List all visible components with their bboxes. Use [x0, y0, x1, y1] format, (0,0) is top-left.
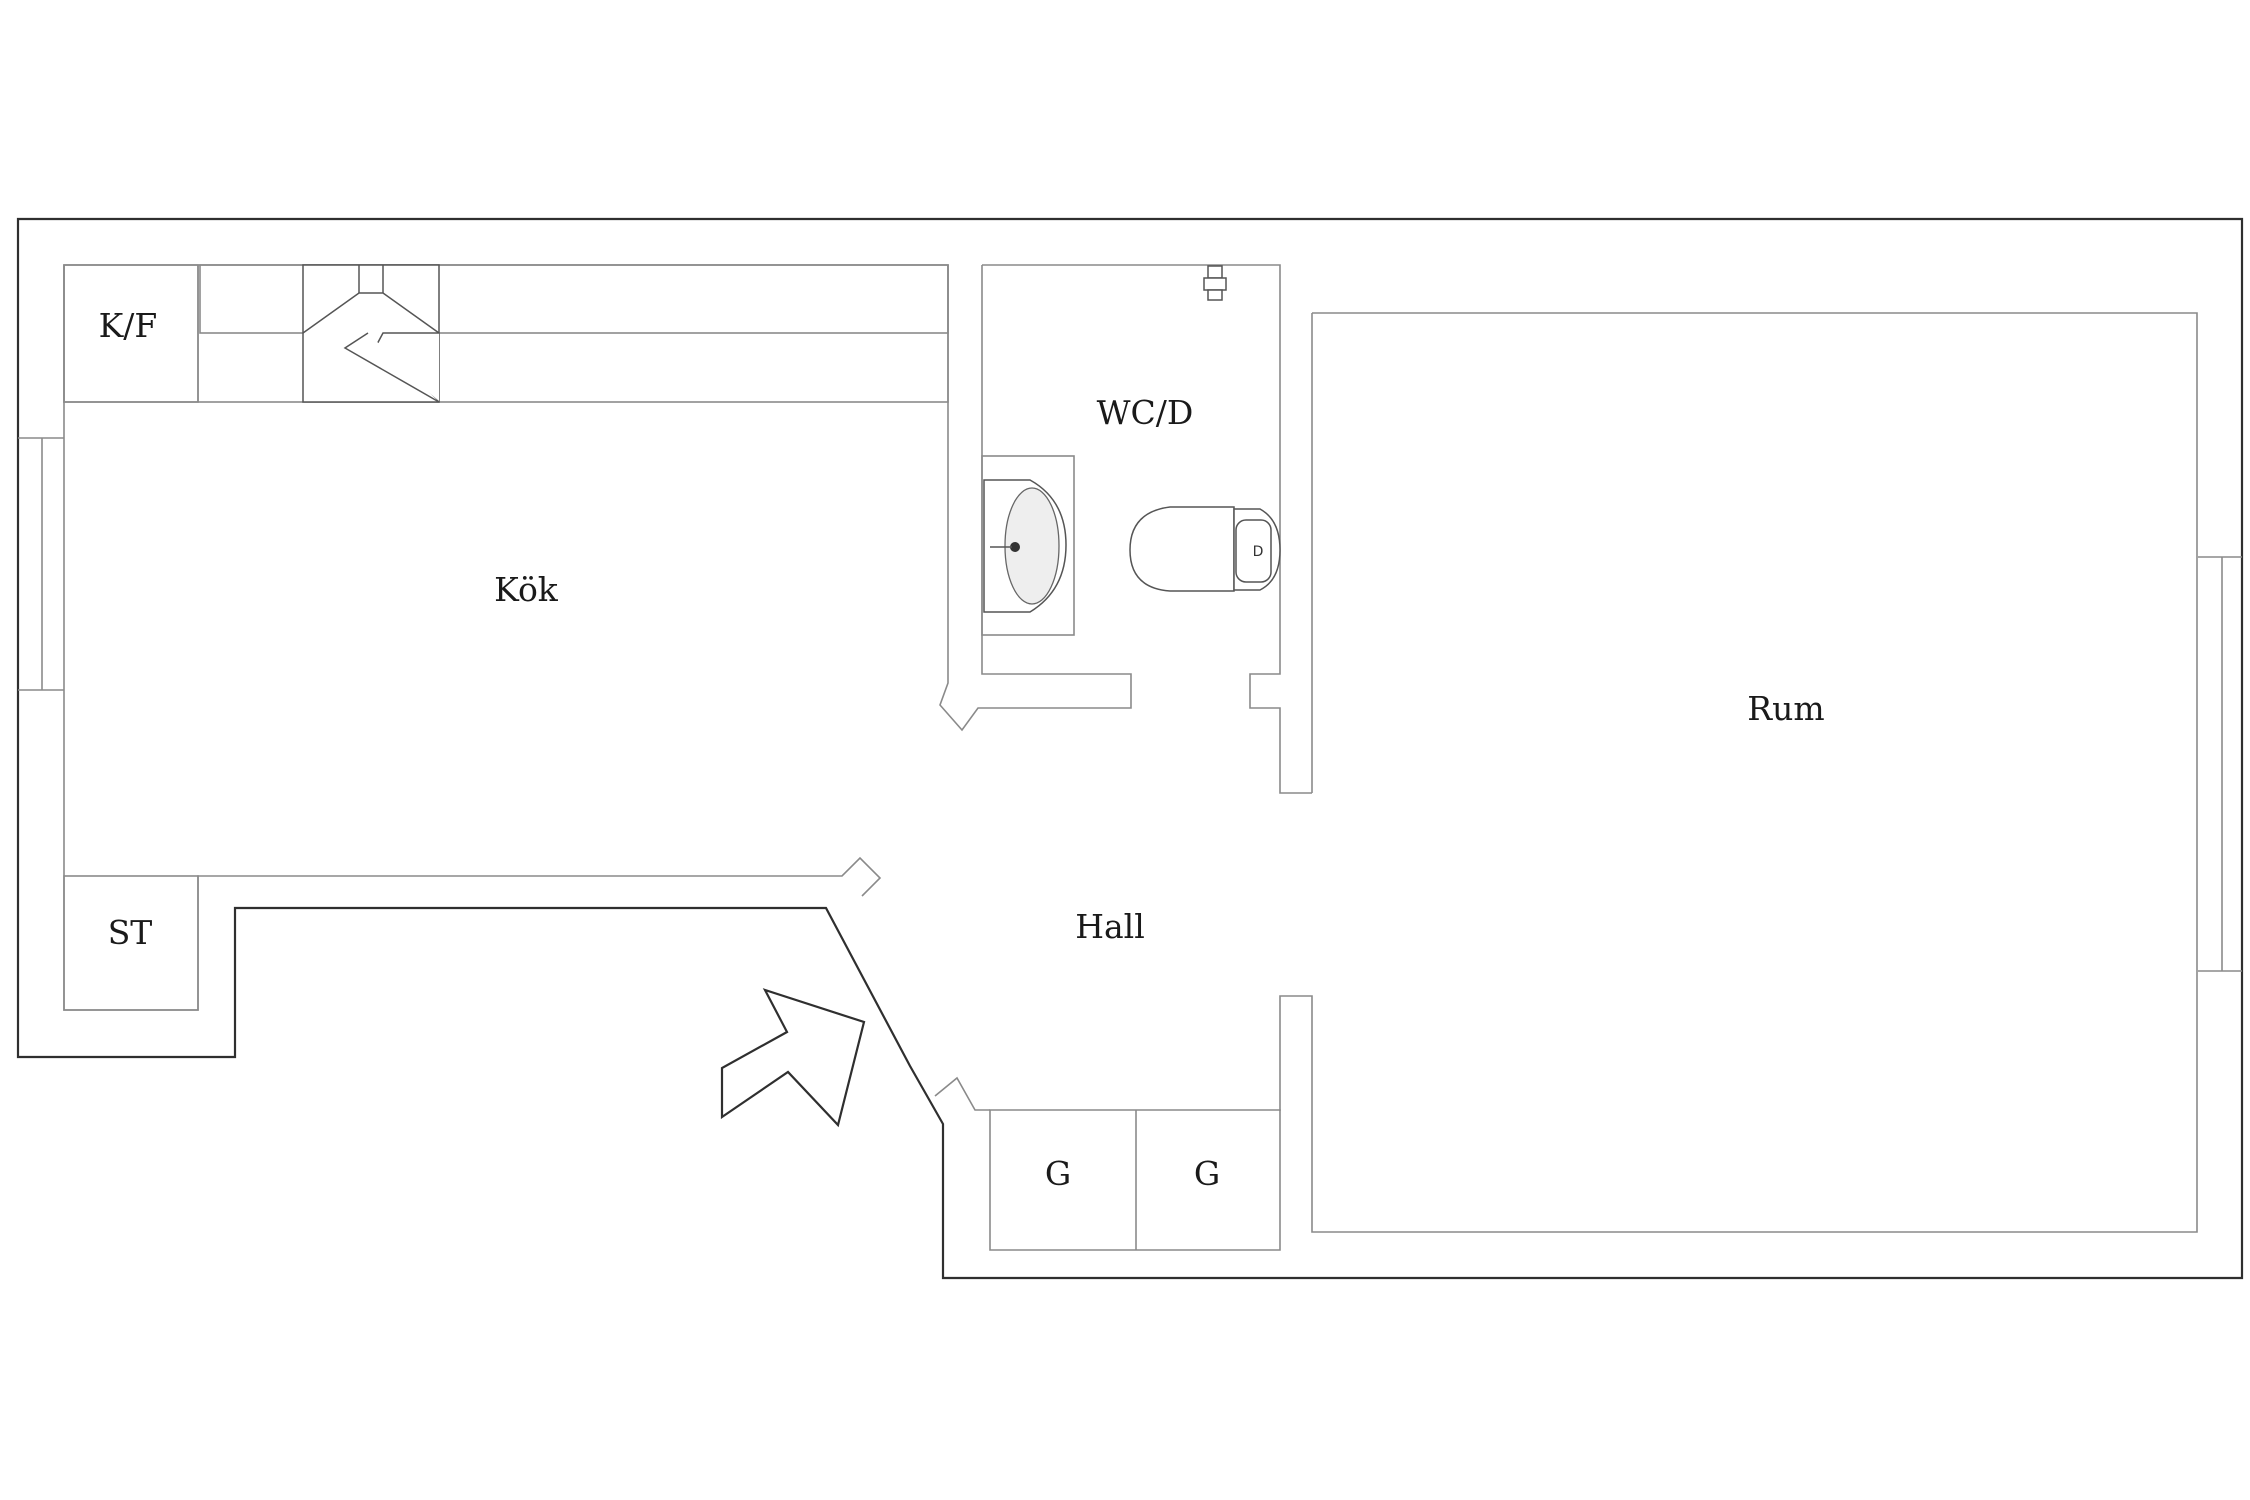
room-label-g2: G — [1194, 1154, 1220, 1193]
room-label-hall: Hall — [1075, 907, 1145, 946]
window-right — [2198, 556, 2242, 972]
kitchen-wall — [63, 265, 882, 1011]
room-label-wcd: WC/D — [1097, 393, 1194, 432]
storage-st — [63, 875, 199, 1011]
kitchen-wall-right — [939, 265, 982, 732]
window-left — [18, 437, 64, 691]
kitchen-counter — [63, 264, 949, 403]
room-label-rum: Rum — [1747, 689, 1824, 728]
shower-head — [1203, 265, 1227, 301]
bathroom-wall — [982, 264, 1312, 794]
room-label-kf: K/F — [99, 306, 158, 345]
stove-hood — [302, 264, 440, 403]
hall-door-frame — [934, 1076, 990, 1111]
sink — [981, 455, 1075, 636]
room-label-kok: Kök — [494, 570, 559, 609]
fridge-freezer — [63, 264, 199, 403]
entrance-arrow-icon — [720, 988, 866, 1128]
toilet: D — [1129, 506, 1281, 592]
room-label-st: ST — [108, 913, 153, 952]
svg-text:D: D — [1253, 544, 1264, 560]
bedroom-wall — [1279, 312, 2198, 1233]
room-label-g1: G — [1045, 1154, 1071, 1193]
wardrobes — [989, 1109, 1281, 1251]
outer-wall — [16, 217, 2244, 1280]
